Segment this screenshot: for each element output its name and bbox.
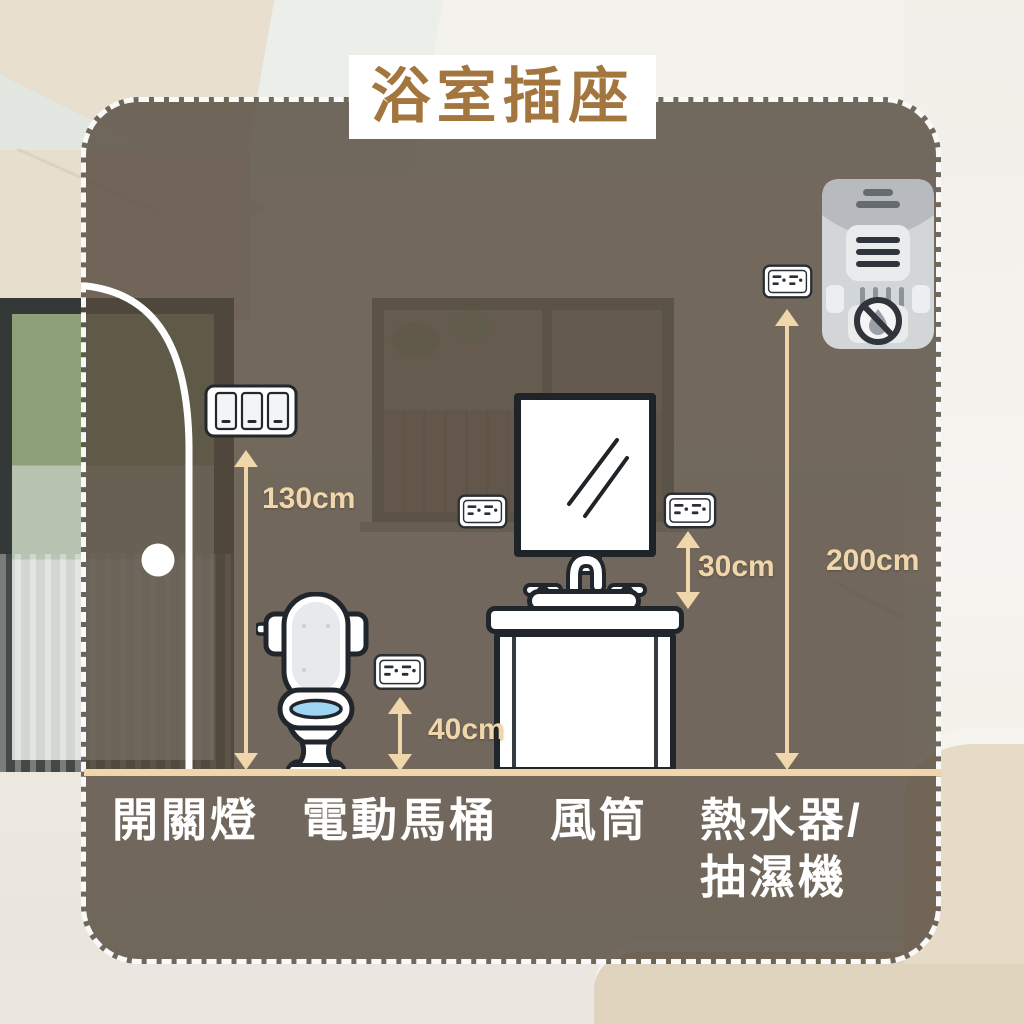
power-outlet-icon-heater [762, 264, 813, 299]
arrow-down-icon [234, 753, 258, 770]
measure-arrow-40cm [387, 697, 413, 771]
power-outlet-icon-toilet [373, 654, 427, 690]
arrow-up-icon [775, 309, 799, 326]
measure-arrow-130cm [233, 450, 259, 770]
fixture-label-water-heater-line2: 抽濕機 [700, 850, 847, 903]
arrow-down-icon [388, 754, 412, 771]
toilet-illustration [256, 592, 369, 776]
overlay-panel [81, 97, 941, 964]
title-banner: 浴室插座 [349, 55, 656, 139]
arrow-shaft [686, 542, 690, 598]
page-title: 浴室插座 [370, 63, 635, 130]
shower-door-illustration [82, 282, 193, 774]
shower-door-handle [141, 543, 175, 577]
vanity-countertop [486, 606, 684, 634]
power-outlet-icon-mirror-left [457, 494, 508, 529]
arrow-down-icon [775, 753, 799, 770]
vanity-cabinet [494, 631, 676, 773]
arrow-shaft [398, 708, 402, 760]
fixture-label-water-heater-line1: 熱水器/ [700, 794, 863, 846]
fixture-label-electric-toilet: 電動馬桶 [302, 794, 498, 846]
measurement-label-heater-outlet: 200cm [826, 544, 920, 577]
arrow-up-icon [388, 697, 412, 714]
measure-arrow-30cm [675, 531, 701, 609]
cabinet-panel-line [654, 637, 658, 767]
cabinet-panel-line [512, 637, 516, 767]
fixture-label-light-switch: 開關燈 [112, 794, 259, 846]
mirror-glass [567, 438, 629, 518]
measurement-label-mirror-outlet: 30cm [698, 550, 775, 583]
power-outlet-icon-mirror-right [663, 492, 717, 529]
measure-arrow-200cm [774, 309, 800, 770]
arrow-shaft [244, 461, 248, 759]
shower-door-curve [82, 282, 193, 774]
measurement-label-toilet-outlet: 40cm [428, 713, 505, 746]
arrow-up-icon [676, 531, 700, 548]
fixture-label-hair-dryer: 風筒 [550, 794, 648, 846]
water-heater-illustration [822, 179, 934, 349]
arrow-down-icon [676, 592, 700, 609]
arrow-shaft [785, 320, 789, 759]
fixture-label-water-heater: 熱水器/ 抽濕機 [700, 795, 863, 908]
arrow-up-icon [234, 450, 258, 467]
floor-line [84, 769, 942, 776]
measurement-label-light-switch: 130cm [262, 482, 356, 515]
light-switch-icon [204, 384, 298, 438]
mirror-illustration [514, 393, 656, 557]
